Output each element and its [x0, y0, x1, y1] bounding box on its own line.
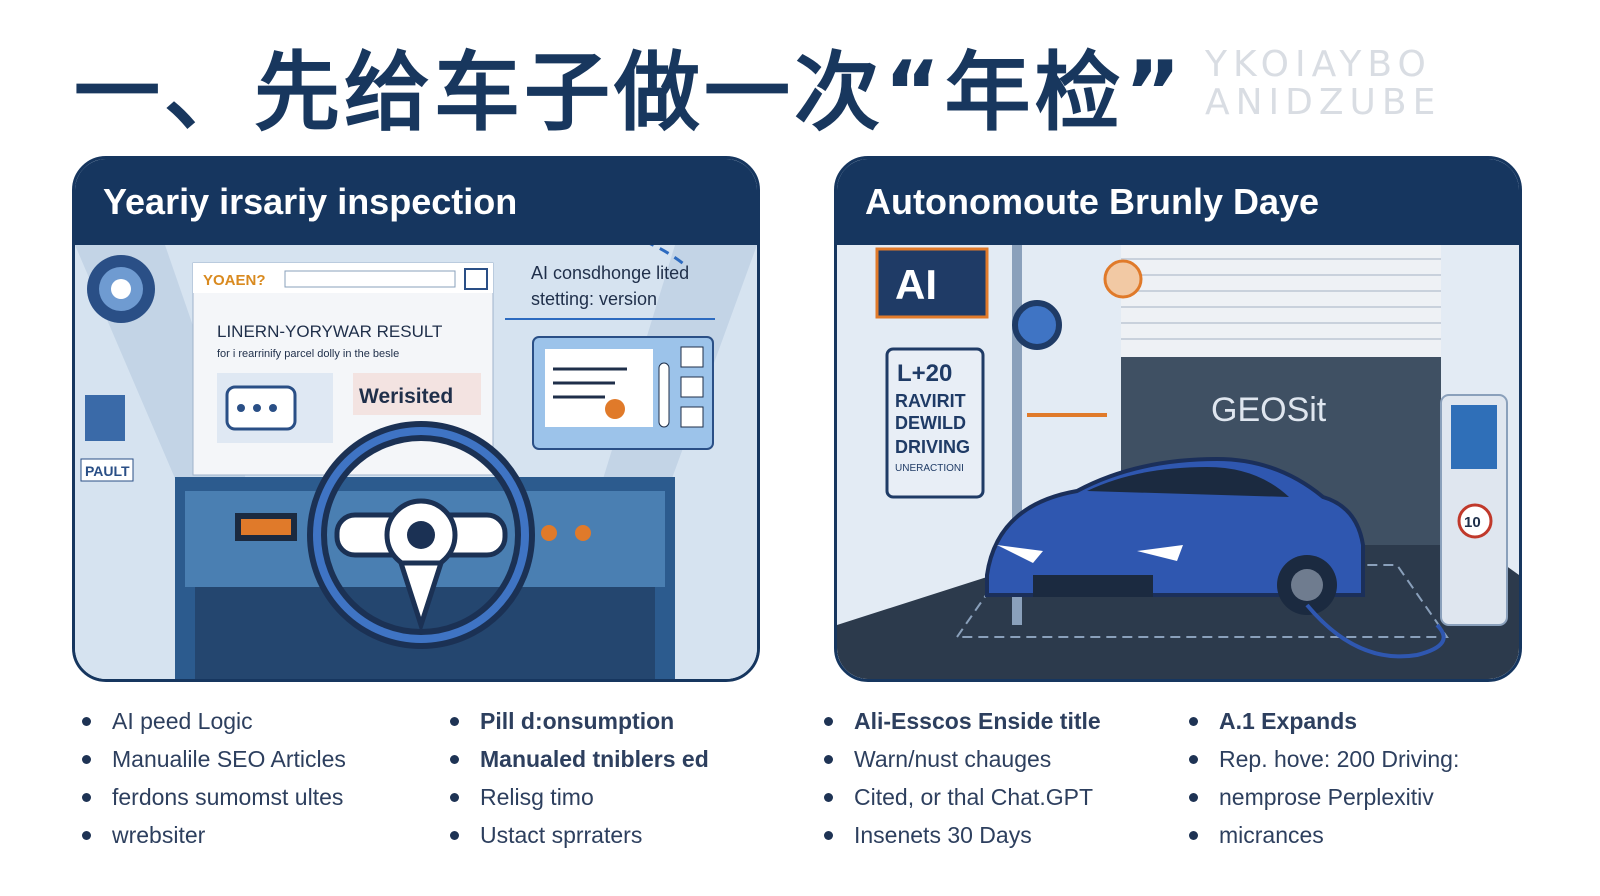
list-item: wrebsiter [78, 816, 346, 854]
watermark-logo: YKOIAYBO ANIDZUBE [1205, 46, 1505, 122]
list-item: Rep. hove: 200 Driving: [1185, 740, 1459, 778]
car-icon [985, 456, 1365, 615]
list-item: Ali-Esscos Enside title [820, 702, 1101, 740]
inspection-panel: Yeariy irsariy inspection YOAEN? LINERN-… [72, 156, 760, 682]
result-title: LINERN-YORYWAR RESULT [217, 322, 442, 341]
car-cockpit-illustration: YOAEN? LINERN-YORYWAR RESULT for i rearr… [75, 245, 757, 679]
list-item: ferdons sumomst ultes [78, 778, 346, 816]
page-title: 一、先给车子做一次“年检” [74, 43, 1186, 143]
bullet-list-col-4: A.1 Expands Rep. hove: 200 Driving: nemp… [1185, 702, 1459, 854]
autonomous-panel: Autonomoute Brunly Daye GEOSit AI L+20 R… [834, 156, 1522, 682]
list-item: Pill d:onsumption [446, 702, 709, 740]
list-item: nemprose Perplexitiv [1185, 778, 1459, 816]
list-item: Manualed tniblers ed [446, 740, 709, 778]
list-item: Insenets 30 Days [820, 816, 1101, 854]
bullet-list-col-2: Pill d:onsumption Manualed tniblers ed R… [446, 702, 709, 854]
bullet-list-col-3: Ali-Esscos Enside title Warn/nust chauge… [820, 702, 1101, 854]
list-item: Manualile SEO Articles [78, 740, 346, 778]
sign-line-3: DEWILD [895, 413, 966, 433]
speed-sign: 10 [1464, 514, 1481, 531]
ai-note-line-1: AI consdhonge lited [531, 263, 689, 283]
list-item: Relisg timo [446, 778, 709, 816]
robot-icon [87, 255, 155, 323]
garage-car-illustration: GEOSit AI L+20 RAVIRIT DEWILD DRIVING UN… [837, 245, 1519, 679]
list-item: A.1 Expands [1185, 702, 1459, 740]
ai-badge: AI [895, 261, 937, 308]
list-item: AI peed Logic [78, 702, 346, 740]
search-label: YOAEN? [203, 272, 266, 289]
sign-line-1: L+20 [897, 360, 952, 387]
watermark-line-1: YKOIAYBO [1205, 44, 1432, 85]
bullet-list-col-1: AI peed Logic Manualile SEO Articles fer… [78, 702, 346, 854]
list-item: Ustact sprraters [446, 816, 709, 854]
sign-line-2: RAVIRIT [895, 391, 966, 411]
sign-line-5: UNERACTIONI [895, 463, 964, 474]
autonomous-panel-header: Autonomoute Brunly Daye [837, 159, 1519, 245]
watermark-line-2: ANIDZUBE [1205, 82, 1442, 123]
steering-wheel-icon [307, 421, 535, 649]
list-item: Cited, or thal Chat.GPT [820, 778, 1101, 816]
inspection-panel-header: Yeariy irsariy inspection [75, 159, 757, 245]
sign-line-4: DRIVING [895, 437, 970, 457]
list-item: micrances [1185, 816, 1459, 854]
weristed-label: Werisited [359, 385, 453, 408]
result-subtitle: for i rearrinify parcel dolly in the bes… [217, 348, 399, 360]
ai-note-line-2: stetting: version [531, 289, 657, 309]
garage-sign: GEOSit [1211, 391, 1327, 429]
pault-sign: PAULT [85, 463, 130, 479]
list-item: Warn/nust chauges [820, 740, 1101, 778]
